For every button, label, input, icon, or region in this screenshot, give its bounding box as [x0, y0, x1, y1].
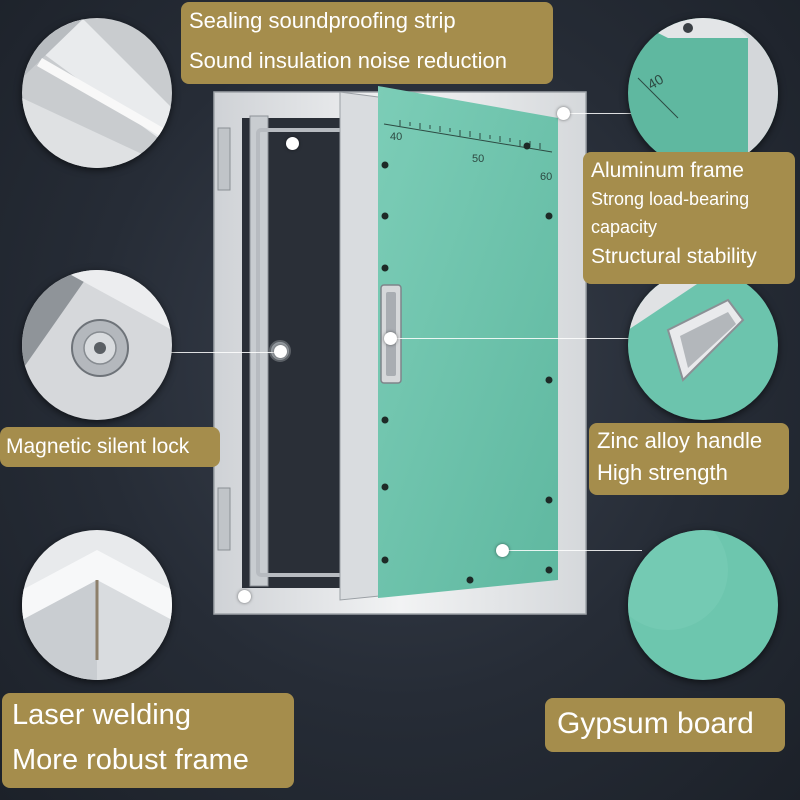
seal-strip-closeup-icon: [22, 18, 172, 168]
ruler-label-60: 60: [540, 171, 552, 183]
seal-subtitle: Sound insulation noise reduction: [189, 48, 508, 74]
marker-seal: [286, 137, 299, 150]
svg-text:40: 40: [645, 71, 667, 93]
welded-corner-closeup-icon: [22, 530, 172, 680]
welding-subtitle: More robust frame: [12, 743, 249, 776]
handle-title: Zinc alloy handle: [597, 428, 763, 453]
gypsum-title: Gypsum board: [557, 707, 754, 740]
connector-frame: [563, 113, 633, 114]
marker-frame: [557, 107, 570, 120]
handle-label: Zinc alloy handle High strength: [589, 423, 789, 495]
frame-line-2: Strong load-bearing: [591, 189, 750, 210]
ruler-label-50: 50: [472, 153, 484, 165]
lock-label: Magnetic silent lock: [0, 427, 220, 467]
connector-gypsum: [502, 550, 642, 551]
lock-title: Magnetic silent lock: [6, 435, 190, 458]
marker-lock: [274, 345, 287, 358]
gypsum-surface-closeup-icon: [628, 530, 778, 680]
frame-line-3: capacity: [591, 216, 658, 237]
ruler-label-40: 40: [390, 131, 402, 143]
frame-label: Aluminum frame Strong load-bearing capac…: [583, 152, 795, 284]
gypsum-door-board: [378, 86, 558, 598]
marker-welding: [238, 590, 251, 603]
connector-handle: [390, 338, 640, 339]
welding-title: Laser welding: [12, 699, 191, 731]
seal-title: Sealing soundproofing strip: [189, 8, 456, 33]
handle-closeup-icon: [628, 270, 778, 420]
marker-handle: [384, 332, 397, 345]
marker-gypsum: [496, 544, 509, 557]
hinge-bottom: [217, 487, 231, 551]
frame-corner-closeup-icon: 40: [628, 18, 778, 168]
gypsum-label: Gypsum board: [545, 698, 785, 752]
frame-line-4: Structural stability: [591, 245, 757, 269]
handle-subtitle: High strength: [597, 460, 728, 486]
magnetic-lock-closeup-icon: [22, 270, 172, 420]
hinge-top: [217, 127, 231, 191]
seal-label: Sealing soundproofing strip Sound insula…: [181, 2, 553, 84]
welding-label: Laser welding More robust frame: [2, 693, 294, 788]
connector-lock: [160, 352, 280, 353]
frame-title: Aluminum frame: [591, 159, 744, 182]
